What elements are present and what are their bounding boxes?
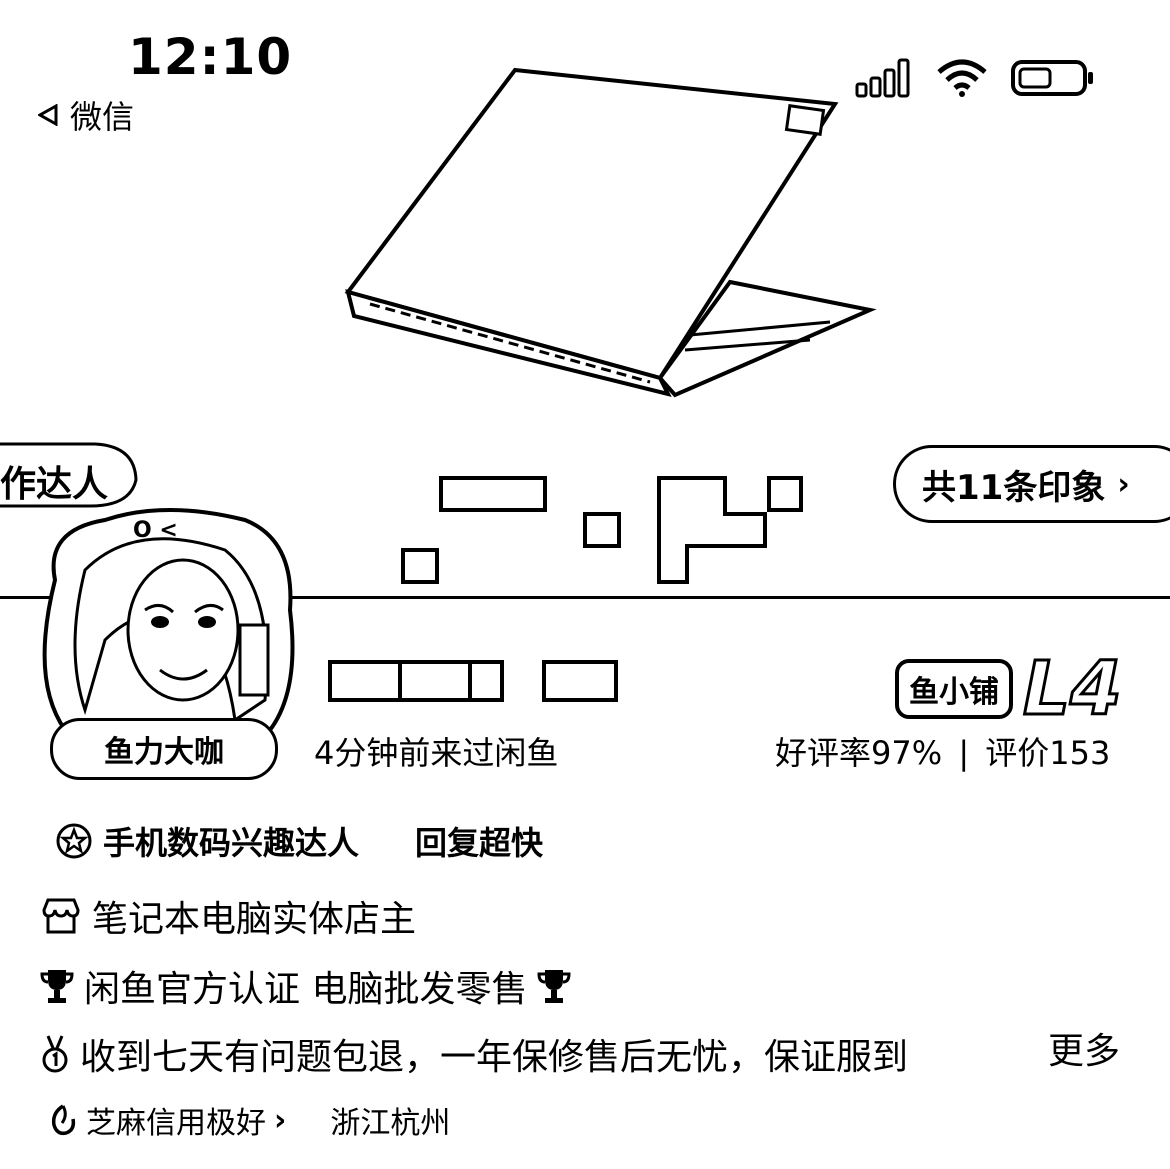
username-placeholder (328, 660, 618, 702)
trophy-icon (40, 970, 74, 1003)
chevron-right-icon: › (1117, 466, 1130, 502)
battery-icon (1011, 60, 1093, 96)
signal-icon (855, 58, 910, 98)
name-block (542, 660, 618, 702)
shop-level[interactable]: 鱼小铺 L4 (895, 645, 1124, 734)
bio-line-3: 收到七天有问题包退，一年保修售后无忧，保证服到 (40, 1028, 1030, 1080)
back-to-wechat[interactable]: 微信 (38, 92, 134, 138)
shop-tag: 鱼小铺 (895, 659, 1013, 719)
avatar[interactable] (25, 500, 305, 785)
footer-row: 芝麻信用极好 › 浙江杭州 (48, 1098, 450, 1142)
banner-title: 作达人 (0, 464, 109, 505)
bio-line-1: 笔记本电脑实体店主 (40, 890, 416, 942)
impressions-label: 共11条印象 (922, 467, 1106, 508)
laptop-image (344, 67, 877, 398)
medal-icon (42, 1035, 68, 1073)
positive-rate: 好评率97% (775, 734, 943, 772)
avatar-badge: 鱼力大咖 (50, 718, 278, 780)
avatar-badge-label: 鱼力大咖 (104, 735, 224, 770)
name-placeholder-blocks (401, 476, 803, 584)
avatar-emote: O < (133, 518, 178, 543)
name-block (402, 660, 472, 702)
back-triangle-icon (38, 104, 58, 126)
back-label: 微信 (70, 98, 135, 136)
tags-row: 手机数码兴趣达人 回复超快 (55, 818, 543, 864)
reply-tag: 回复超快 (415, 824, 544, 862)
banner-badge-shape (0, 442, 138, 508)
name-block (472, 660, 504, 702)
bio-text-2: 闲鱼官方认证 电脑批发零售 (84, 969, 528, 1010)
section-divider (0, 596, 1170, 599)
name-block (328, 660, 402, 702)
rating[interactable]: 好评率97% | 评价153 (775, 728, 1110, 774)
trophy-icon (537, 970, 571, 1003)
sesame-credit[interactable]: 芝麻信用极好 › (48, 1098, 286, 1142)
more-button[interactable]: 更多 (1048, 1031, 1121, 1072)
review-count: 评价153 (985, 734, 1111, 772)
bio-text-3: 收到七天有问题包退，一年保修售后无忧，保证服到 (80, 1037, 909, 1078)
rating-separator: | (958, 734, 970, 772)
status-icons (855, 58, 1095, 98)
chevron-right-icon: › (274, 1102, 287, 1138)
location: 浙江杭州 (330, 1106, 451, 1141)
last-seen: 4分钟前来过闲鱼 (314, 734, 559, 772)
credit-label: 芝麻信用极好 (86, 1106, 266, 1141)
impressions-button[interactable]: 共11条印象 › (893, 445, 1170, 523)
interest-tag: 手机数码兴趣达人 (103, 824, 360, 862)
star-badge-icon (56, 823, 92, 859)
level-badge: L4 (1022, 645, 1124, 734)
sesame-icon (51, 1104, 76, 1136)
status-time: 12:10 (128, 28, 293, 86)
wifi-icon (937, 59, 987, 97)
bio-text-1: 笔记本电脑实体店主 (92, 899, 417, 940)
bio-line-2: 闲鱼官方认证 电脑批发零售 (40, 960, 571, 1012)
shop-icon (42, 898, 80, 934)
